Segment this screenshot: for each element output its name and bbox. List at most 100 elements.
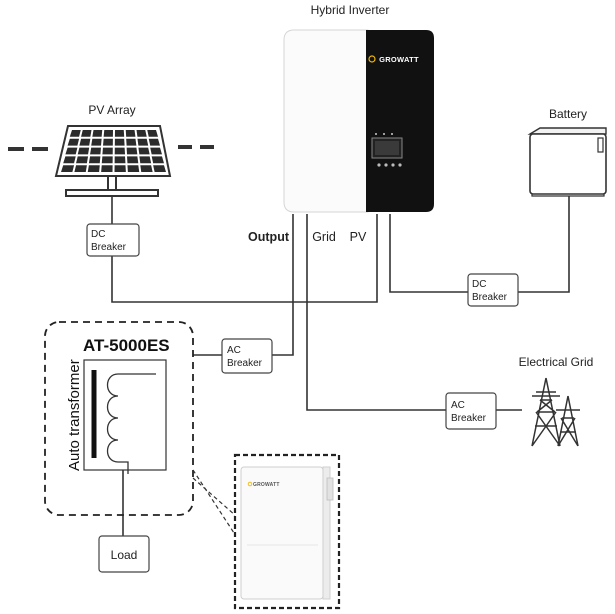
port-label-pv: PV bbox=[350, 230, 367, 244]
inverter-display-screen bbox=[375, 141, 399, 155]
pv-cell bbox=[67, 138, 80, 146]
breaker-box bbox=[221, 338, 273, 374]
breaker-box bbox=[467, 273, 519, 307]
pv-cell bbox=[127, 165, 140, 172]
load-box bbox=[98, 535, 150, 573]
pv-cell bbox=[77, 147, 90, 155]
breaker-output-ac: AC Breaker bbox=[221, 338, 273, 374]
product-callout: GROWATT bbox=[192, 453, 341, 610]
breaker-label-line2: Breaker bbox=[451, 413, 487, 424]
inverter-buttons bbox=[377, 163, 402, 167]
inverter-logo: GROWATT bbox=[379, 55, 419, 64]
pv-cell bbox=[90, 147, 101, 155]
pv-array-dashes bbox=[8, 145, 214, 151]
pv-cell bbox=[103, 138, 113, 146]
breaker-box bbox=[445, 392, 497, 430]
pv-cell bbox=[140, 165, 153, 172]
pv-cell bbox=[65, 147, 78, 155]
breaker-battery-dc: DC Breaker bbox=[467, 273, 519, 307]
pv-array: PV Array bbox=[8, 103, 214, 197]
port-label-grid: Grid bbox=[312, 230, 336, 244]
battery: Battery bbox=[527, 107, 607, 197]
wiring bbox=[111, 196, 570, 536]
pv-cell bbox=[139, 156, 152, 164]
breaker-label-line1: DC bbox=[91, 229, 105, 240]
inverter-leds bbox=[375, 133, 393, 135]
electrical-grid-label: Electrical Grid bbox=[519, 355, 594, 369]
transformer-winding bbox=[106, 373, 156, 474]
battery-handle bbox=[597, 137, 604, 153]
pv-cell bbox=[148, 138, 160, 146]
pv-cell bbox=[137, 138, 149, 146]
pv-cell bbox=[79, 138, 91, 146]
pv-cell bbox=[92, 130, 103, 137]
load-label: Load bbox=[111, 548, 138, 562]
transformer-core-icon bbox=[91, 370, 156, 474]
pv-cell bbox=[153, 165, 166, 172]
pv-panel-frame bbox=[54, 125, 172, 177]
callout-leader-lines bbox=[192, 469, 237, 537]
autotransformer-symbol-box bbox=[83, 359, 167, 471]
pv-cell bbox=[101, 165, 113, 172]
pv-cell bbox=[126, 147, 138, 155]
pv-cell bbox=[127, 156, 139, 164]
pv-cell bbox=[81, 130, 92, 137]
breaker-box bbox=[86, 223, 140, 257]
breaker-grid-ac: AC Breaker bbox=[445, 392, 497, 430]
inverter-front-panel bbox=[366, 30, 434, 212]
pv-panel-cells bbox=[61, 130, 166, 172]
product-logo-mark bbox=[247, 481, 253, 487]
electrical-grid: Electrical Grid bbox=[519, 355, 594, 447]
pv-stand-base bbox=[65, 189, 159, 197]
pv-panel-stand bbox=[65, 176, 159, 197]
pv-cell bbox=[138, 147, 150, 155]
pv-cell bbox=[147, 130, 158, 137]
wire-battery-to-inverter bbox=[389, 196, 570, 293]
inverter-led bbox=[375, 133, 377, 135]
pv-cell bbox=[103, 130, 113, 137]
pv-cell bbox=[87, 165, 100, 172]
wire-pv-to-inverter bbox=[111, 196, 378, 303]
pv-cell bbox=[76, 156, 89, 164]
pv-array-label: PV Array bbox=[88, 103, 135, 117]
pv-cell bbox=[126, 138, 137, 146]
battery-body bbox=[529, 133, 607, 195]
pv-cell bbox=[88, 156, 101, 164]
product-side-bracket bbox=[326, 477, 334, 501]
breaker-label-line2: Breaker bbox=[472, 292, 508, 303]
pv-cell bbox=[114, 147, 126, 155]
breaker-label-line2: Breaker bbox=[227, 358, 263, 369]
autotransformer-group: AT-5000ES Auto transformer bbox=[44, 321, 194, 516]
breaker-label-line1: DC bbox=[472, 279, 486, 290]
pv-cell bbox=[91, 138, 102, 146]
wire-grid-to-tower bbox=[306, 214, 522, 411]
pv-cell bbox=[125, 130, 136, 137]
pv-cell bbox=[114, 165, 126, 172]
pv-cell bbox=[114, 156, 126, 164]
breaker-label-line1: AC bbox=[227, 345, 241, 356]
inverter-button bbox=[384, 163, 388, 167]
pv-cell bbox=[69, 130, 81, 137]
breaker-pv-dc: DC Breaker bbox=[86, 223, 140, 257]
battery-top bbox=[527, 127, 607, 135]
callout-line bbox=[192, 477, 237, 517]
pv-cell bbox=[102, 147, 113, 155]
autotransformer-model: AT-5000ES bbox=[83, 336, 170, 355]
pv-cell bbox=[74, 165, 87, 172]
battery-label: Battery bbox=[549, 107, 587, 121]
inverter-led bbox=[391, 133, 393, 135]
inverter-button bbox=[391, 163, 395, 167]
inverter-led bbox=[383, 133, 385, 135]
autotransformer-dashed-boundary bbox=[44, 321, 194, 516]
pv-cell bbox=[114, 138, 125, 146]
hybrid-inverter: Hybrid Inverter GROWATT Output Grid PV bbox=[248, 3, 434, 244]
pv-cell bbox=[150, 147, 162, 155]
battery-base bbox=[531, 194, 605, 197]
callout-line bbox=[192, 469, 237, 537]
load: Load bbox=[98, 535, 150, 573]
pv-cell bbox=[114, 130, 125, 137]
autotransformer-vertical-label: Auto transformer bbox=[66, 359, 83, 471]
autotransformer-product-photo: GROWATT bbox=[240, 466, 334, 600]
inverter-button bbox=[398, 163, 402, 167]
